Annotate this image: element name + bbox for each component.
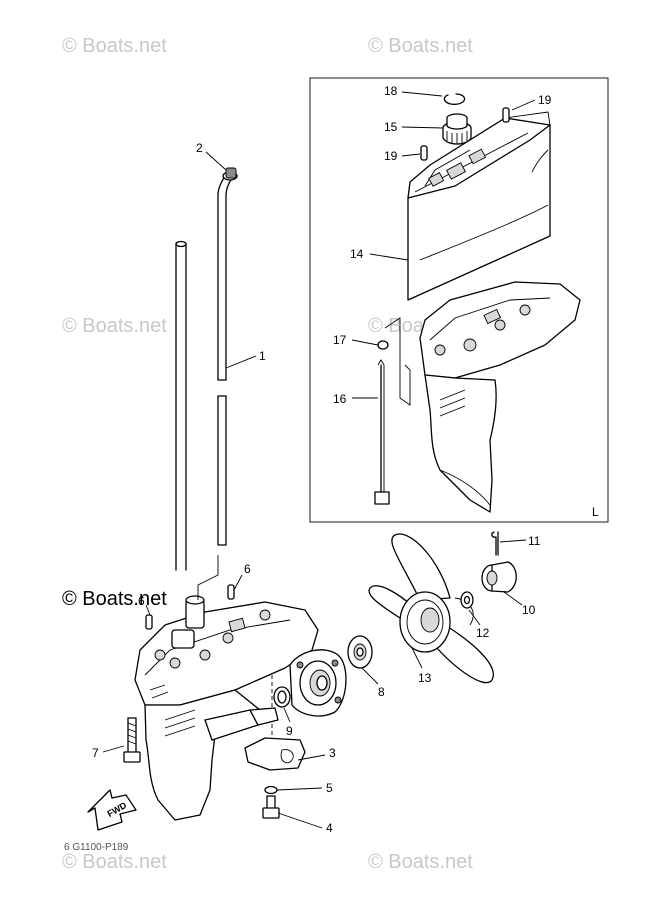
washer-part-5 <box>264 785 278 795</box>
o-ring-part-9 <box>273 686 291 708</box>
drive-shaft <box>175 240 187 571</box>
callout-16: 16 <box>333 392 347 406</box>
grommet-part-15 <box>442 113 472 145</box>
circlip-part-18 <box>443 93 466 105</box>
callouts: 1 2 3 4 5 6 6 7 8 9 10 11 12 <box>92 84 552 835</box>
propeller-nut-part-10 <box>481 561 517 593</box>
callout-1: 1 <box>259 349 266 363</box>
thrust-washer-part-8 <box>347 635 373 669</box>
callout-19-right: 19 <box>538 93 552 107</box>
callout-10: 10 <box>522 603 536 617</box>
watermarks: © Boats.net © Boats.net © Boats.net © Bo… <box>62 35 473 873</box>
watermark-bottom-right: © Boats.net <box>368 851 473 873</box>
callout-5: 5 <box>326 781 333 795</box>
upper-casing-part-14 <box>407 111 551 301</box>
callout-11: 11 <box>528 534 541 548</box>
tube-connector <box>197 555 219 600</box>
cotter-pin-part-11 <box>491 531 499 556</box>
diagram-code: 6 G1100-P189 <box>64 842 129 853</box>
dowel-pins-part-19 <box>420 107 510 161</box>
callout-6b: 6 <box>138 594 145 608</box>
inset-l-version: L <box>309 77 609 523</box>
bolt-part-4 <box>262 795 280 819</box>
washer-part-17 <box>377 340 389 350</box>
watermark-bottom-left: © Boats.net <box>62 851 167 873</box>
fwd-arrow: FWD <box>87 789 137 831</box>
lower-unit-housing <box>134 595 319 821</box>
bolt-part-16 <box>374 359 390 505</box>
callout-12: 12 <box>476 626 490 640</box>
callout-19-left: 19 <box>384 149 398 163</box>
callout-6: 6 <box>244 562 251 576</box>
propeller-part-13 <box>368 533 494 684</box>
callout-8: 8 <box>378 685 385 699</box>
watermark-main: © Boats.net <box>62 588 167 610</box>
watermark-mid-left: © Boats.net <box>62 315 167 337</box>
bolt-part-7 <box>123 717 141 763</box>
water-tube-part-1 <box>217 167 238 546</box>
callout-13: 13 <box>418 671 432 685</box>
anode-plate-part-3 <box>244 737 306 771</box>
gasket-outline <box>384 317 411 406</box>
callout-7: 7 <box>92 746 99 760</box>
callout-18: 18 <box>384 84 398 98</box>
callout-14: 14 <box>350 247 364 261</box>
callout-17: 17 <box>333 333 347 347</box>
inset-lower-casing <box>419 281 581 513</box>
watermark-top-left: © Boats.net <box>62 35 167 57</box>
main-assembly: FWD 6 G1100-P189 <box>64 167 517 853</box>
dowel-pins-part-6 <box>145 584 235 630</box>
callout-3: 3 <box>329 746 336 760</box>
callout-15: 15 <box>384 120 398 134</box>
callout-2: 2 <box>196 141 203 155</box>
watermark-top-right: © Boats.net <box>368 35 473 57</box>
bearing-housing <box>289 649 347 717</box>
inset-label: L <box>592 505 599 519</box>
callout-9: 9 <box>286 724 293 738</box>
callout-4: 4 <box>326 821 333 835</box>
washer-part-12 <box>460 591 474 609</box>
